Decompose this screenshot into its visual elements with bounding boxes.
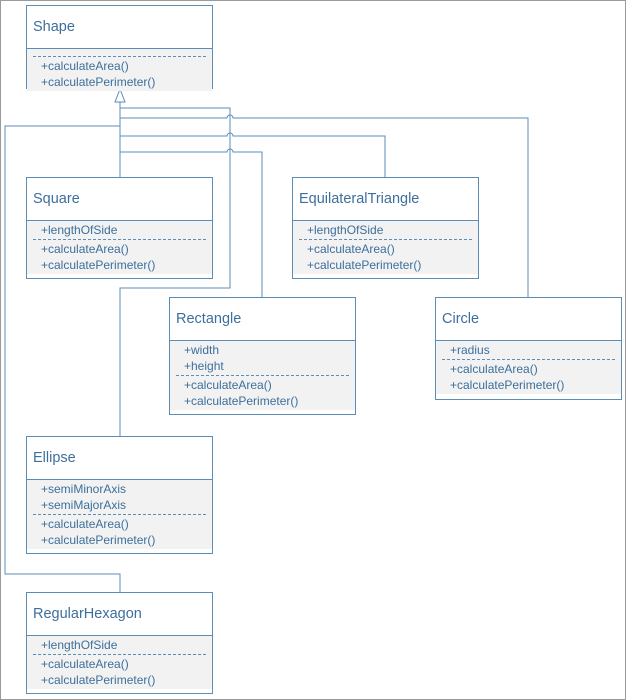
attributes-section: +lengthOfSide [33,636,206,654]
method: +calculatePerimeter() [41,673,156,687]
attributes-section [33,49,206,56]
attributes-section: +radius [442,341,615,359]
methods-section: +calculateArea() +calculatePerimeter() [176,375,349,410]
method: +calculatePerimeter() [41,533,156,547]
class-shape[interactable]: Shape +calculateArea() +calculatePerimet… [26,5,213,91]
attribute: +lengthOfSide [307,223,384,237]
method: +calculatePerimeter() [41,75,156,89]
class-rectangle[interactable]: Rectangle +width +height +calculateArea(… [169,297,356,415]
method: +calculateArea() [41,517,129,531]
methods-section: +calculateArea() +calculatePerimeter() [33,654,206,689]
methods-section: +calculateArea() +calculatePerimeter() [442,359,615,394]
method: +calculatePerimeter() [184,394,299,408]
class-name: EquilateralTriangle [299,191,420,207]
method: +calculateArea() [184,378,272,392]
method: +calculateArea() [307,242,395,256]
inheritance-line-ellipse [119,107,231,436]
class-name: Ellipse [33,450,76,466]
class-compartments: +radius +calculateArea() +calculatePerim… [436,340,621,394]
inheritance-line-circle [120,114,529,297]
class-compartments: +lengthOfSide +calculateArea() +calculat… [27,220,212,274]
attribute: +width [184,343,220,357]
inheritance-line-rectangle [120,148,263,297]
attribute: +semiMajorAxis [41,498,127,512]
class-name: Circle [442,311,480,327]
attributes-section: +width +height [176,341,349,375]
attributes-section: +semiMinorAxis +semiMajorAxis [33,480,206,514]
class-compartments: +calculateArea() +calculatePerimeter() [27,48,212,91]
inheritance-line-regular-hexagon [4,125,121,592]
method: +calculateArea() [41,59,129,73]
class-square[interactable]: Square +lengthOfSide +calculateArea() +c… [26,177,213,279]
methods-section: +calculateArea() +calculatePerimeter() [33,514,206,549]
methods-section: +calculateArea() +calculatePerimeter() [33,239,206,274]
attributes-section: +lengthOfSide [299,221,472,239]
class-equilateral-triangle[interactable]: EquilateralTriangle +lengthOfSide +calcu… [292,177,479,279]
attributes-section: +lengthOfSide [33,221,206,239]
method: +calculateArea() [41,242,129,256]
class-name: Shape [33,19,75,35]
method: +calculateArea() [41,657,129,671]
class-circle[interactable]: Circle +radius +calculateArea() +calcula… [435,297,622,400]
attribute: +lengthOfSide [41,638,118,652]
methods-section: +calculateArea() +calculatePerimeter() [299,239,472,274]
class-compartments: +lengthOfSide +calculateArea() +calculat… [27,635,212,689]
class-compartments: +lengthOfSide +calculateArea() +calculat… [293,220,478,274]
class-compartments: +width +height +calculateArea() +calcula… [170,340,355,410]
inheritance-line-equilateral-triangle [120,132,386,177]
method: +calculatePerimeter() [450,378,565,392]
attribute: +semiMinorAxis [41,482,127,496]
attribute: +lengthOfSide [41,223,118,237]
methods-section: +calculateArea() +calculatePerimeter() [33,56,206,91]
class-name: Square [33,191,80,207]
method: +calculateArea() [450,362,538,376]
class-compartments: +semiMinorAxis +semiMajorAxis +calculate… [27,479,212,549]
class-regular-hexagon[interactable]: RegularHexagon +lengthOfSide +calculateA… [26,592,213,694]
generalization-arrowhead [114,87,126,103]
class-ellipse[interactable]: Ellipse +semiMinorAxis +semiMajorAxis +c… [26,436,213,554]
method: +calculatePerimeter() [41,258,156,272]
class-name: Rectangle [176,311,242,327]
class-name: RegularHexagon [33,606,142,622]
attribute: +radius [450,343,490,357]
attribute: +height [184,359,224,373]
method: +calculatePerimeter() [307,258,422,272]
